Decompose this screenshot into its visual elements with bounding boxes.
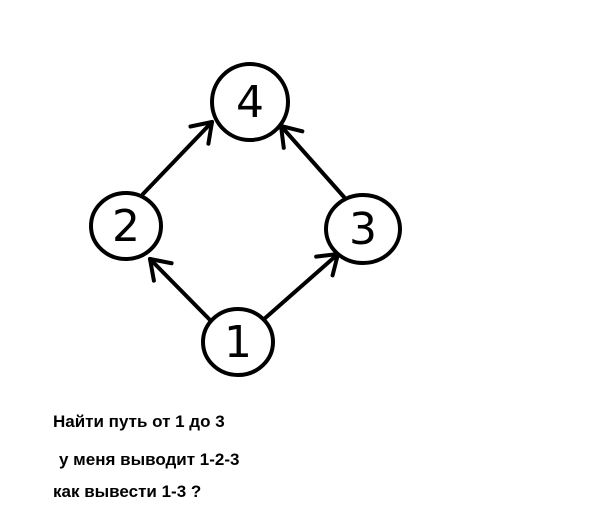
question-line-1: Найти путь от 1 до 3 [53, 412, 225, 431]
node-3: 3 [324, 193, 402, 265]
nodes-layer: 4 2 3 1 [89, 62, 402, 377]
question-line-3: как вывести 1-3 ? [53, 482, 202, 501]
edge-2-4 [141, 120, 214, 196]
node-circle [324, 193, 402, 265]
arrowhead-barb [148, 257, 174, 266]
node-1: 1 [201, 307, 275, 377]
edge-1-3 [261, 252, 340, 322]
node-circle [210, 62, 290, 142]
node-circle [201, 307, 275, 377]
node-label: 2 [112, 201, 140, 252]
arrowhead-barb [314, 252, 340, 259]
edges-layer [141, 120, 346, 324]
arrowhead-barb [279, 124, 286, 150]
question-line-2: у меня выводит 1-2-3 [59, 450, 240, 469]
node-label: 4 [236, 77, 264, 128]
arrowhead-barb [148, 257, 156, 283]
node-4: 4 [210, 62, 290, 142]
arrowhead-barb [330, 252, 340, 278]
edge-line [141, 120, 214, 196]
edge-line [148, 257, 214, 324]
node-circle [89, 191, 163, 261]
node-2: 2 [89, 191, 163, 261]
arrowhead-barb [206, 120, 214, 146]
arrowhead-barb [279, 124, 305, 134]
node-label: 1 [224, 317, 252, 368]
edge-line [261, 252, 340, 322]
edge-3-4 [279, 124, 346, 199]
node-label: 3 [349, 204, 377, 255]
edge-line [279, 124, 346, 199]
edge-1-2 [148, 257, 214, 324]
arrowhead-barb [188, 120, 214, 129]
